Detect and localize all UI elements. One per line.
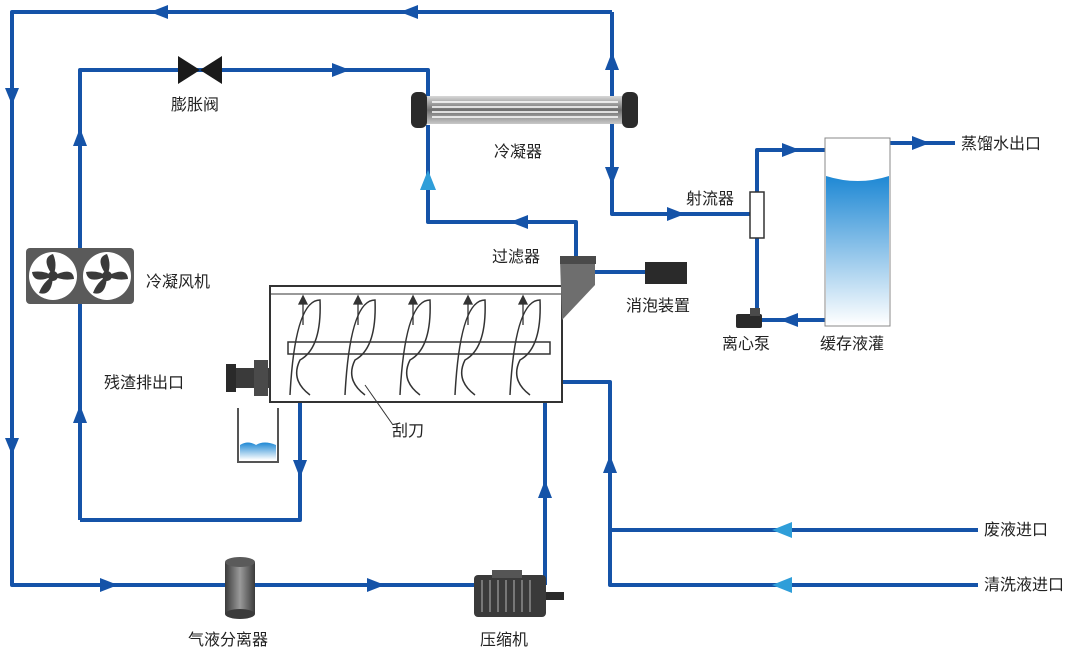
- fan-icon: [26, 248, 134, 304]
- residue-beaker: [237, 408, 279, 463]
- label-filter: 过滤器: [492, 247, 541, 266]
- separator-cylinder: [225, 557, 255, 619]
- label-gas-liquid-separator: 气液分离器: [188, 630, 269, 649]
- arrow-left-down-1: [5, 88, 19, 105]
- arrow-ejector: [667, 207, 685, 221]
- label-expansion-valve: 膨胀阀: [171, 95, 220, 114]
- pipe-ejector-tank: [755, 238, 825, 322]
- arrow-feed-up: [603, 455, 617, 473]
- arrow-up-1: [73, 128, 87, 146]
- label-distilled-outlet: 蒸馏水出口: [961, 134, 1042, 153]
- defoamer-device: [645, 262, 687, 284]
- arrow-top-left-1: [150, 5, 168, 19]
- label-condenser-fan: 冷凝风机: [146, 272, 211, 291]
- label-ejector: 射流器: [686, 189, 735, 208]
- arrow-down-right: [605, 167, 619, 185]
- vapor-arrows: [297, 294, 529, 325]
- arrow-evap-down: [293, 460, 307, 478]
- feed-arrows: [420, 170, 792, 593]
- label-scraper: 刮刀: [392, 421, 425, 440]
- arrow-tank-top: [782, 143, 800, 157]
- valve-icon: [178, 56, 222, 84]
- label-buffer-tank: 缓存液灌: [820, 334, 885, 353]
- arrow-left-down-2: [5, 438, 19, 455]
- arrow-right-bottom-1: [100, 578, 118, 592]
- ejector-device: [749, 191, 765, 239]
- pipe-ejector-top: [755, 148, 825, 192]
- arrow-light-cleaning: [772, 577, 792, 593]
- label-residue-outlet: 残渣排出口: [104, 373, 185, 392]
- arrow-up-2: [73, 405, 87, 423]
- pump-icon: [736, 308, 762, 328]
- arrow-pump-left: [780, 313, 798, 327]
- arrow-light-waste: [772, 522, 792, 538]
- pipe-outer-loop: [10, 10, 612, 587]
- label-condenser: 冷凝器: [494, 142, 543, 161]
- arrow-light-condenser: [420, 170, 436, 190]
- label-defoamer: 消泡装置: [626, 296, 691, 315]
- flow-arrows: [5, 5, 930, 592]
- label-centrifugal-pump: 离心泵: [722, 334, 771, 353]
- arrow-compressor-up: [538, 480, 552, 498]
- arrow-top-left-2: [400, 5, 418, 19]
- arrow-right-bottom-2: [367, 578, 385, 592]
- scraper-blades: [289, 299, 541, 396]
- label-compressor: 压缩机: [480, 630, 529, 649]
- pipe-feed: [562, 380, 978, 587]
- arrow-distilled: [912, 136, 930, 150]
- arrow-right-valve: [332, 63, 350, 77]
- label-cleaning-inlet: 清洗液进口: [984, 575, 1065, 594]
- buffer-tank: [824, 137, 891, 327]
- pipe-evap-return: [80, 402, 302, 522]
- scraper-leader: [364, 384, 394, 426]
- arrow-filter-left: [510, 215, 528, 229]
- condenser-unit: [411, 92, 638, 128]
- arrow-up-right-1: [605, 52, 619, 70]
- pipe-condenser-to-ejector: [610, 12, 752, 216]
- evaporator-tank: [269, 256, 596, 403]
- residue-outlet-device: [226, 360, 270, 396]
- compressor-icon: [474, 570, 564, 617]
- label-waste-inlet: 废液进口: [984, 520, 1049, 539]
